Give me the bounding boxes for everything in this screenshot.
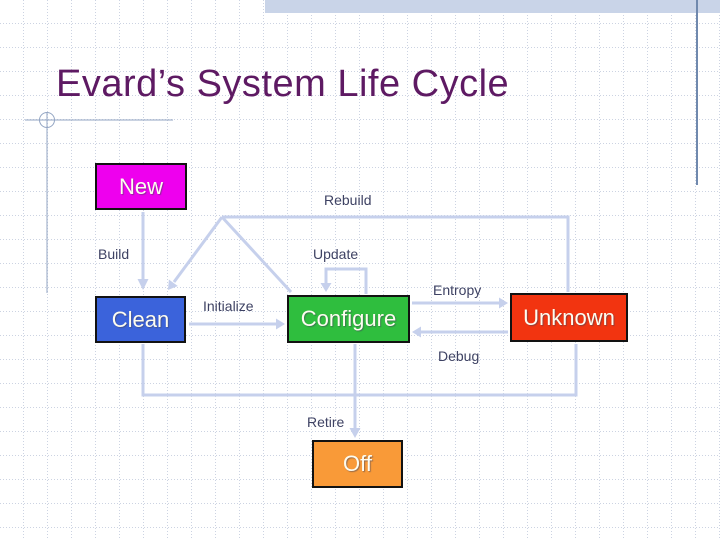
edge-label-initialize: Initialize xyxy=(203,298,254,314)
arrow-entropy xyxy=(412,297,508,309)
edge-label-build: Build xyxy=(98,246,130,262)
arrow-retire xyxy=(349,344,361,438)
top-accent-band xyxy=(265,0,720,13)
arrow-initialize xyxy=(189,318,285,330)
node-off: Off xyxy=(312,440,403,488)
node-clean: Clean xyxy=(95,296,186,343)
node-new: New xyxy=(95,163,187,210)
edge-label-rebuild: Rebuild xyxy=(324,192,372,208)
edge-label-update: Update xyxy=(313,246,359,262)
arrow-rebuild xyxy=(168,215,570,292)
edge-label-debug: Debug xyxy=(438,348,480,364)
node-unknown: Unknown xyxy=(510,293,628,342)
arrow-build xyxy=(137,212,149,290)
edge-label-retire: Retire xyxy=(307,414,345,430)
edge-label-entropy: Entropy xyxy=(433,282,482,298)
arrow-retire-trunk xyxy=(141,344,578,397)
arrow-debug xyxy=(412,326,508,338)
arrow-rebuild-to-configure xyxy=(220,215,293,294)
slide-title: Evard’s System Life Cycle xyxy=(56,63,510,105)
arrow-update-loop xyxy=(320,267,368,294)
compass-circle-ornament xyxy=(39,112,55,128)
node-configure: Configure xyxy=(287,295,410,343)
